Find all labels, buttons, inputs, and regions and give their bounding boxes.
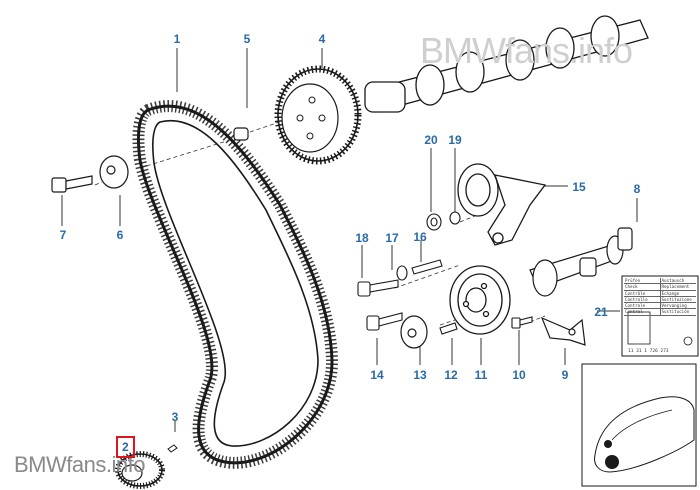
part-number-2-selected[interactable]: 2 xyxy=(116,436,135,458)
dowel-sleeve xyxy=(233,127,249,141)
part-number-3[interactable]: 3 xyxy=(171,410,179,424)
bolt-18 xyxy=(357,279,399,297)
part-number-7[interactable]: 7 xyxy=(59,228,67,242)
part-number-9[interactable]: 9 xyxy=(561,368,569,382)
camshaft-sprocket xyxy=(274,65,362,165)
label-sticker-code: 11 31 1 726 273 xyxy=(628,349,669,354)
plate-9 xyxy=(540,316,586,346)
water-pump-shaft-8 xyxy=(529,227,633,297)
eccentric-13 xyxy=(400,315,428,349)
tensioner-bracket-15 xyxy=(487,174,547,246)
pin-12 xyxy=(439,322,458,335)
part-number-17[interactable]: 17 xyxy=(385,231,399,245)
watermark-bottom: BMWfans.info xyxy=(14,452,145,477)
tensioner-pulley-19 xyxy=(457,163,499,217)
sleeve-20-washer xyxy=(426,211,461,231)
part-number-18[interactable]: 18 xyxy=(355,231,369,245)
camshaft xyxy=(364,15,649,113)
bolt-14 xyxy=(366,312,403,331)
part-number-15[interactable]: 15 xyxy=(572,180,586,194)
part-number-11[interactable]: 11 xyxy=(474,368,488,382)
washer-17 xyxy=(396,265,408,281)
part-number-5[interactable]: 5 xyxy=(243,32,251,46)
bolt-10 xyxy=(511,316,533,329)
part-number-14[interactable]: 14 xyxy=(370,368,384,382)
pin-16 xyxy=(411,259,443,275)
timing-belt xyxy=(132,100,339,469)
idler-pulley-11 xyxy=(449,265,511,335)
part-number-19[interactable]: 19 xyxy=(448,133,462,147)
part-number-1[interactable]: 1 xyxy=(173,32,181,46)
vehicle-location-inset xyxy=(581,363,697,487)
part-number-20[interactable]: 20 xyxy=(424,133,438,147)
part-number-6[interactable]: 6 xyxy=(116,228,124,242)
bolt-7 xyxy=(51,175,93,193)
woodruff-key xyxy=(167,444,178,453)
part-number-12[interactable]: 12 xyxy=(444,368,458,382)
eccentric-washer-6 xyxy=(99,155,129,189)
crankshaft-sprocket xyxy=(115,451,165,489)
part-number-21[interactable]: 21 xyxy=(594,305,608,319)
part-number-16[interactable]: 16 xyxy=(413,230,427,244)
watermark-top: BMWfans.info xyxy=(420,30,633,71)
part-number-13[interactable]: 13 xyxy=(413,368,427,382)
part-number-10[interactable]: 10 xyxy=(512,368,526,382)
part-number-8[interactable]: 8 xyxy=(633,182,641,196)
part-number-4[interactable]: 4 xyxy=(318,32,326,46)
